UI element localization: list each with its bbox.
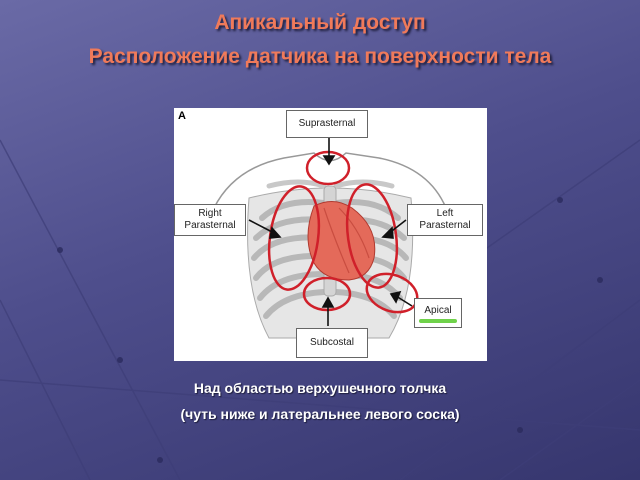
label-right-parasternal-line2: Parasternal bbox=[184, 220, 236, 231]
label-left-parasternal: Left Parasternal bbox=[407, 204, 483, 236]
label-left-parasternal-line1: Left bbox=[436, 208, 454, 219]
chest-diagram-figure: A Suprasternal Right Parasternal Left Pa… bbox=[174, 108, 487, 361]
label-left-parasternal-line2: Parasternal bbox=[419, 220, 471, 231]
apical-highlight-bar bbox=[419, 319, 457, 323]
label-subcostal: Subcostal bbox=[296, 328, 368, 358]
clavicle-right bbox=[266, 179, 327, 189]
label-right-parasternal-line1: Right bbox=[198, 208, 222, 219]
label-apical: Apical bbox=[414, 298, 462, 328]
suprasternal-window bbox=[305, 150, 351, 186]
label-apical-text: Apical bbox=[424, 305, 452, 316]
panel-letter: A bbox=[178, 110, 186, 122]
slide-title-line1: Апикальный доступ bbox=[214, 11, 426, 34]
chest-illustration bbox=[213, 138, 447, 339]
label-right-parasternal: Right Parasternal bbox=[174, 204, 246, 236]
label-suprasternal: Suprasternal bbox=[286, 110, 368, 138]
label-suprasternal-text: Suprasternal bbox=[298, 118, 356, 129]
caption-line2: (чуть ниже и латеральнее левого соска) bbox=[180, 406, 460, 422]
label-subcostal-text: Subcostal bbox=[310, 337, 354, 348]
pointer-arrows bbox=[248, 138, 413, 326]
slide-title-line2: Расположение датчика на поверхности тела bbox=[88, 45, 552, 68]
left-parasternal-window bbox=[345, 183, 399, 289]
caption-line1: Над областью верхушечного толчка bbox=[193, 380, 447, 396]
clavicle-left bbox=[333, 179, 395, 189]
subcostal-window bbox=[302, 276, 352, 312]
